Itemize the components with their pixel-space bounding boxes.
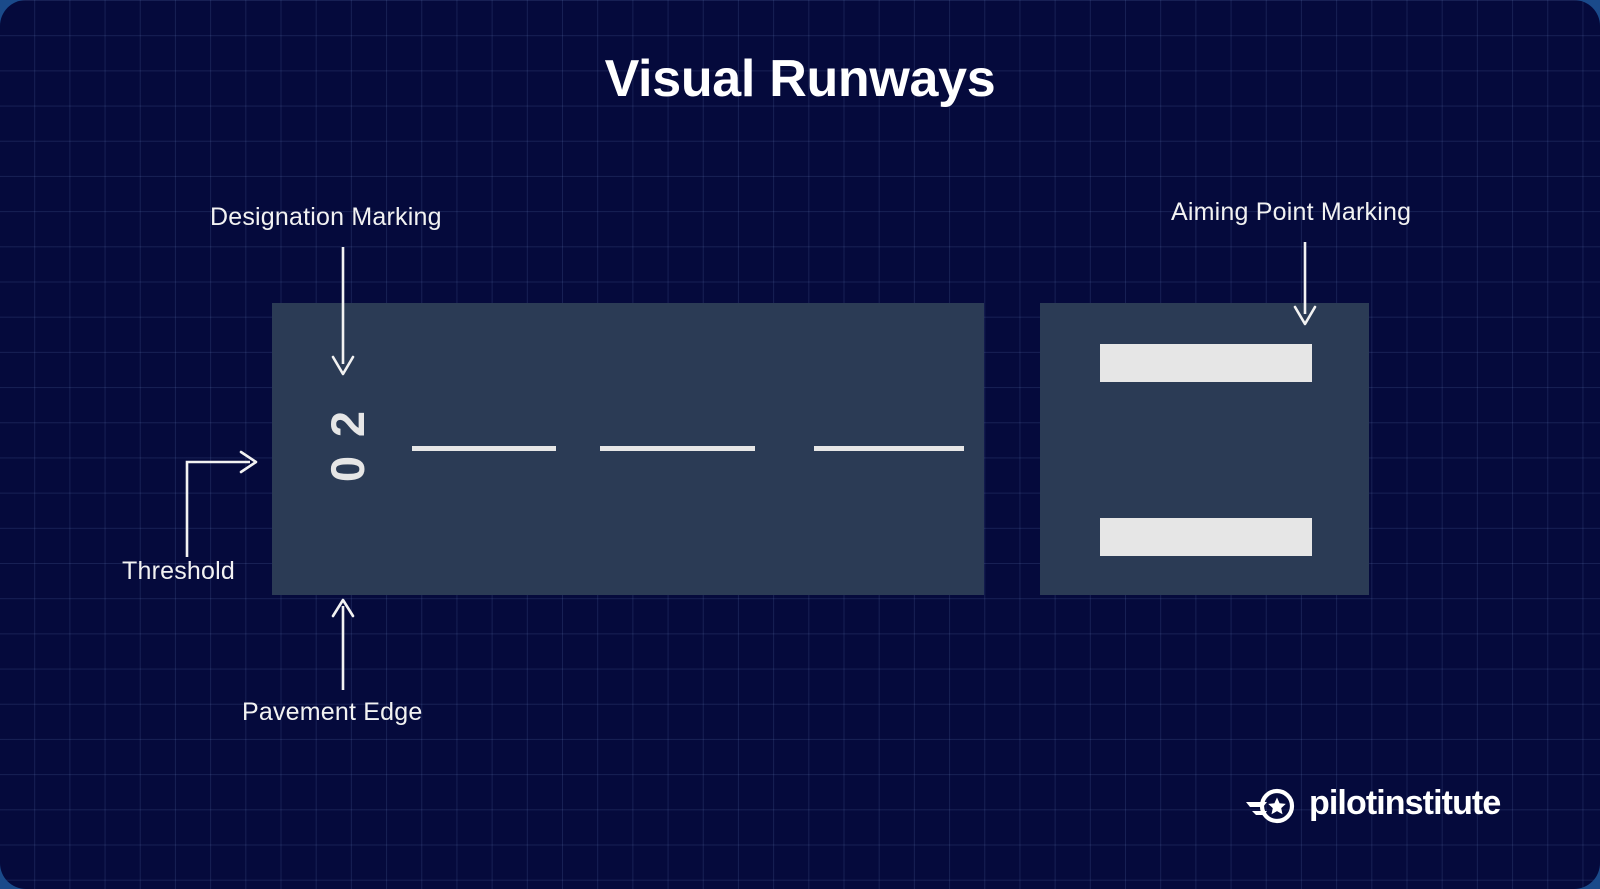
aiming-point-bar [1100,518,1312,556]
winged-star-emblem-icon [1246,788,1295,824]
label-designation-marking: Designation Marking [210,203,442,231]
label-threshold: Threshold [122,557,235,585]
centerline-dash [600,446,755,451]
runway-designation-marking: 2 0 [300,404,396,490]
threshold-arrow-icon [185,450,258,557]
aiming-point-bar [1100,344,1312,382]
page-title: Visual Runways [604,50,996,108]
centerline-dash [412,446,556,451]
logo-wordmark: pilotinstitute [1309,784,1501,822]
pavement-edge-arrow-icon [331,598,355,690]
designation-digit-0: 0 [321,455,374,483]
label-aiming-point-marking: Aiming Point Marking [1171,198,1412,226]
centerline-dash [814,446,964,451]
pilotinstitute-logo: pilotinstitute [1245,780,1501,826]
label-pavement-edge: Pavement Edge [242,698,423,726]
